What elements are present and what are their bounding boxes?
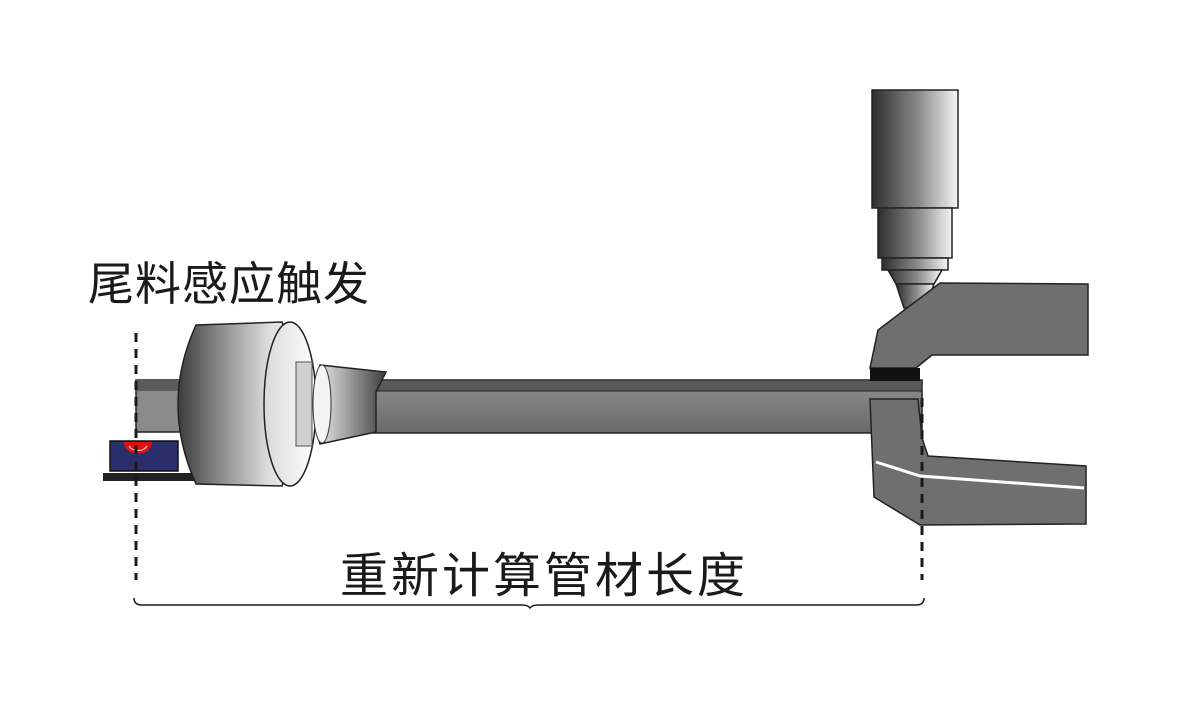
laser-cutting-head [871, 89, 959, 326]
tube [371, 379, 923, 434]
rotary-chuck [177, 321, 388, 487]
tail-sensor [103, 440, 195, 481]
tail-sensor-trigger-label: 尾料感应触发 [88, 257, 370, 311]
recalculate-length-label: 重新计算管材长度 [340, 548, 749, 604]
sensor-light [124, 442, 152, 454]
length-bracket [133, 597, 925, 610]
sensor-base-plate [103, 473, 195, 481]
support-fixture [869, 282, 1089, 526]
